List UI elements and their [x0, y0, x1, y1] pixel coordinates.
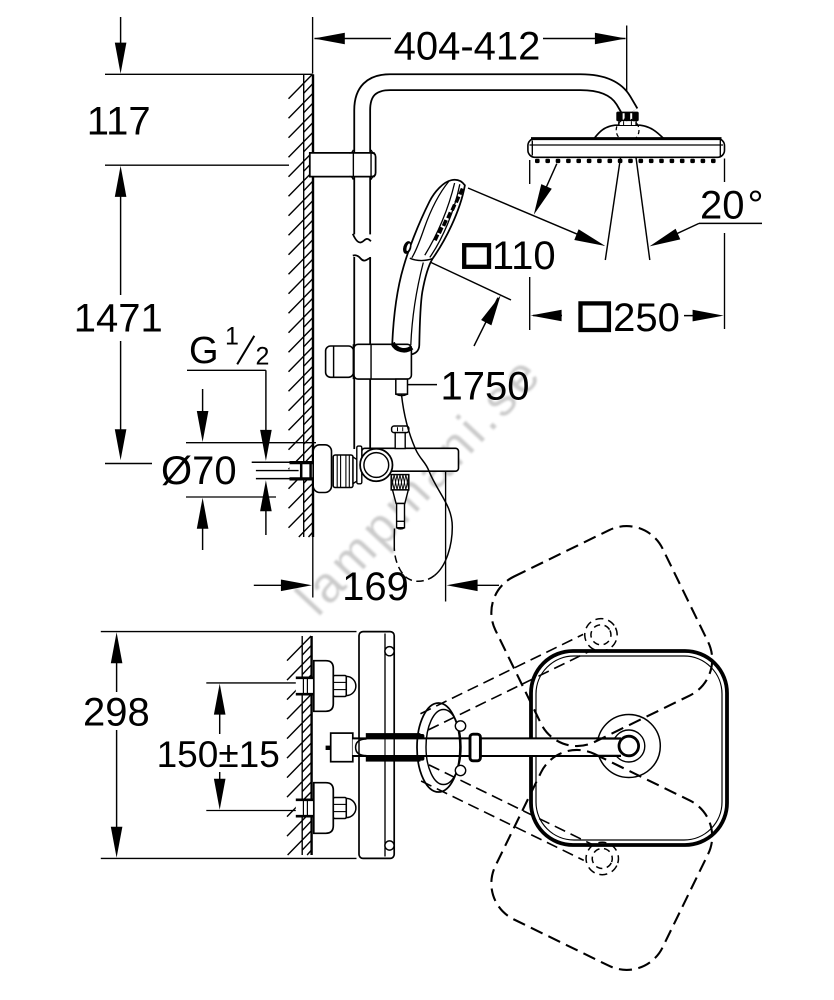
svg-text:1: 1: [225, 323, 239, 351]
svg-text:117: 117: [87, 100, 151, 144]
svg-text:1471: 1471: [74, 297, 163, 341]
svg-text:169: 169: [342, 565, 409, 609]
svg-text:2: 2: [256, 343, 270, 371]
svg-text:G: G: [189, 330, 219, 372]
svg-text:298: 298: [83, 691, 150, 735]
svg-text:250: 250: [613, 296, 680, 340]
svg-text:404-412: 404-412: [394, 24, 541, 68]
svg-text:150±15: 150±15: [157, 734, 280, 775]
svg-text:Ø70: Ø70: [161, 449, 237, 493]
svg-text:110: 110: [492, 234, 556, 278]
svg-text:1750: 1750: [441, 364, 530, 408]
svg-text:20°: 20°: [700, 184, 764, 228]
